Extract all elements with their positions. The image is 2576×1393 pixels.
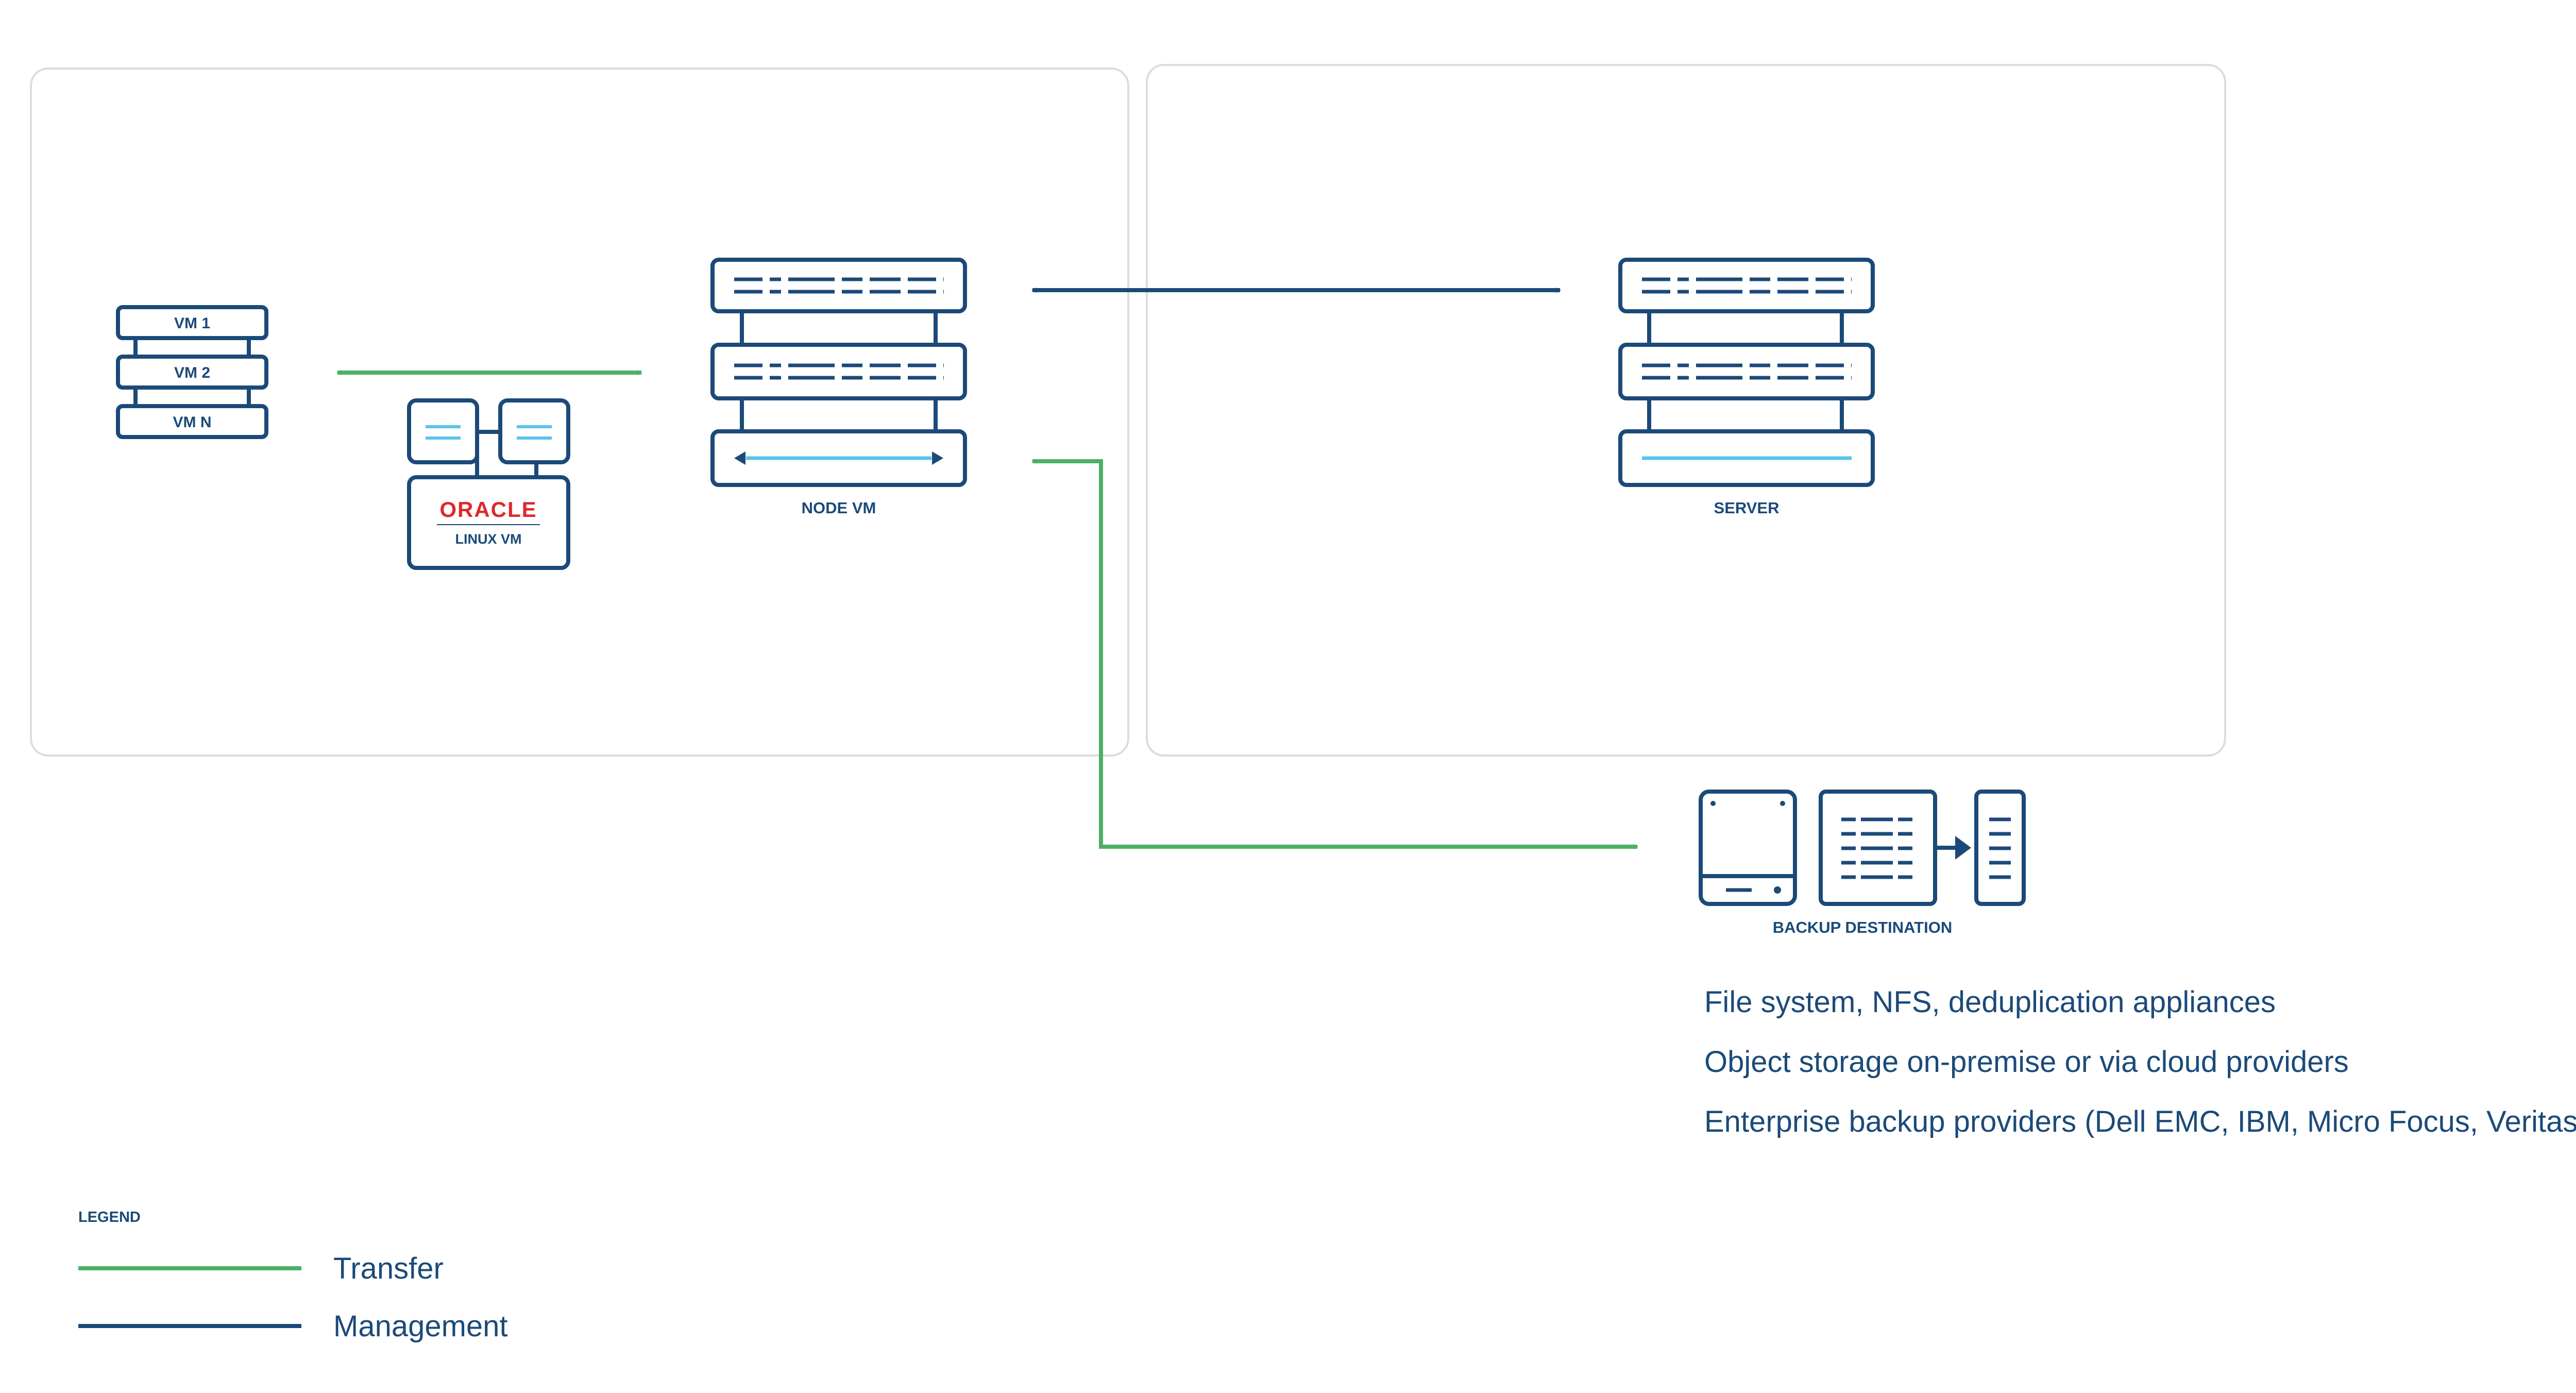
oracle-node-left [407, 398, 479, 464]
oracle-linux-vm: ORACLE LINUX VM [407, 398, 570, 570]
legend-management-label: Management [333, 1310, 508, 1343]
node-vm-label: NODE VM [802, 499, 876, 517]
legend: LEGEND Transfer Management [78, 1209, 508, 1343]
legend-transfer-label: Transfer [333, 1252, 444, 1285]
server-unit-1 [1618, 258, 1875, 313]
flow-arrow-icon [1955, 836, 1971, 860]
vm-stack: VM 1 VM 2 VM N [116, 305, 268, 439]
backup-destination: BACKUP DESTINATION [1699, 790, 2026, 936]
disk-drive-icon [1699, 790, 1797, 906]
node-unit-1 [710, 258, 967, 313]
backup-desc-line-3: Enterprise backup providers (Dell EMC, I… [1704, 1105, 2576, 1138]
backup-label: BACKUP DESTINATION [1773, 918, 1952, 936]
node-unit-2 [710, 343, 967, 400]
backup-desc-line-2: Object storage on-premise or via cloud p… [1704, 1045, 2349, 1079]
server: SERVER [1618, 258, 1875, 517]
server-unit-2 [1618, 343, 1875, 400]
vm1-box [116, 305, 268, 340]
left-panel [30, 68, 1129, 757]
oracle-logo: ORACLE [439, 497, 537, 522]
vm2-box [116, 355, 268, 390]
oracle-sub-label: LINUX VM [455, 531, 521, 547]
node-vm: NODE VM [710, 258, 967, 517]
oracle-node-right [498, 398, 570, 464]
backup-desc-line-1: File system, NFS, deduplication applianc… [1704, 985, 2276, 1019]
right-panel [1146, 64, 2226, 757]
legend-title: LEGEND [78, 1209, 141, 1226]
oracle-box [407, 475, 570, 570]
vmn-label: VM N [173, 414, 212, 431]
vm2-label: VM 2 [174, 364, 210, 381]
server-label: SERVER [1714, 499, 1780, 517]
transfer-arrow-node-backup [1031, 459, 1638, 849]
vmn-box [116, 404, 268, 439]
vm1-label: VM 1 [174, 315, 210, 332]
